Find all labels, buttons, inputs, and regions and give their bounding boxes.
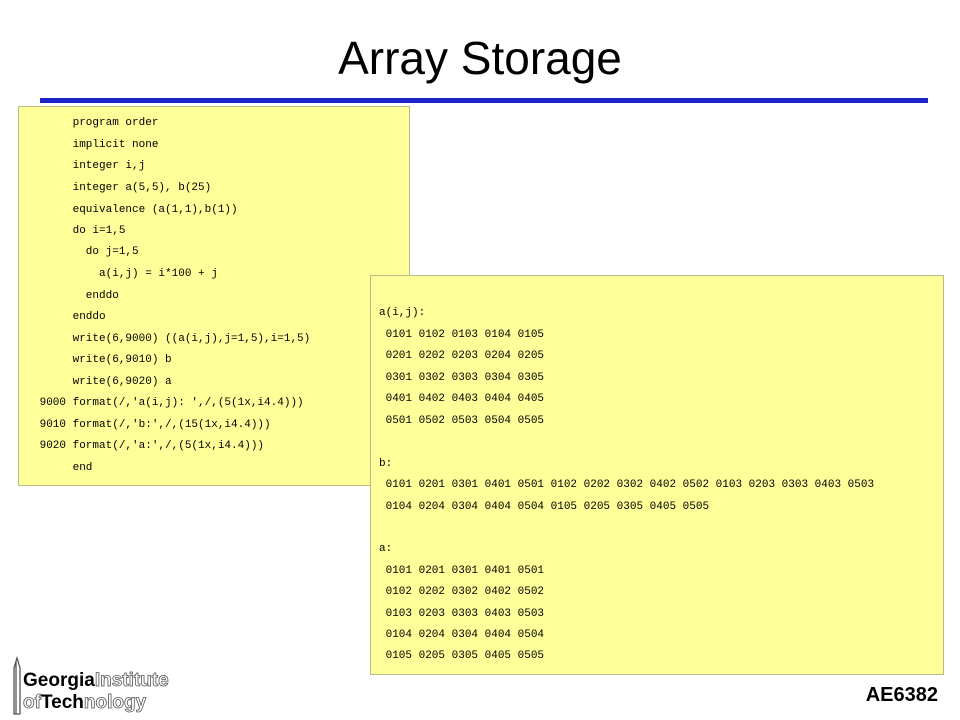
- code-line: enddo: [33, 311, 106, 323]
- georgia-tech-logo: GeorgiaInstitute ofTechnology: [13, 655, 169, 715]
- output-line: 0401 0402 0403 0404 0405: [379, 393, 545, 405]
- code-line: end: [33, 462, 93, 474]
- output-line: 0201 0202 0203 0204 0205: [379, 350, 545, 362]
- code-line: 9020 format(/,'a:',/,(5(1x,i4.4))): [33, 440, 265, 452]
- output-line: 0105 0205 0305 0405 0505: [379, 650, 545, 662]
- code-line: implicit none: [33, 139, 159, 151]
- output-line: b:: [379, 458, 393, 470]
- logo-institute: Institute: [95, 670, 169, 691]
- output-line: a(i,j):: [379, 307, 426, 319]
- code-line: write(6,9020) a: [33, 376, 172, 388]
- code-line: program order: [33, 117, 159, 129]
- logo-georgia: Georgia: [23, 670, 95, 691]
- output-line: 0301 0302 0303 0304 0305: [379, 372, 545, 384]
- code-line: write(6,9000) ((a(i,j),j=1,5),i=1,5): [33, 333, 311, 345]
- code-line: 9010 format(/,'b:',/,(15(1x,i4.4))): [33, 419, 271, 431]
- program-output-box: a(i,j): 0101 0102 0103 0104 0105 0201 02…: [370, 275, 944, 675]
- code-line: equivalence (a(1,1),b(1)): [33, 204, 238, 216]
- fortran-code-box: program order implicit none integer i,j …: [18, 106, 410, 486]
- output-line: a:: [379, 543, 393, 555]
- output-line: 0102 0202 0302 0402 0502: [379, 586, 545, 598]
- logo-nology: nology: [84, 692, 147, 713]
- code-line: write(6,9010) b: [33, 354, 172, 366]
- output-line: 0104 0204 0304 0404 0504 0105 0205 0305 …: [379, 501, 710, 513]
- output-line: 0101 0201 0301 0401 0501: [379, 565, 545, 577]
- code-line: a(i,j) = i*100 + j: [33, 268, 218, 280]
- output-line: 0501 0502 0503 0504 0505: [379, 415, 545, 427]
- code-line: integer a(5,5), b(25): [33, 182, 212, 194]
- tower-emblem-icon: [13, 655, 21, 715]
- output-line: 0104 0204 0304 0404 0504: [379, 629, 545, 641]
- logo-tech: Tech: [41, 692, 84, 713]
- slide-title: Array Storage: [338, 32, 622, 84]
- svg-text:ofTechnology: ofTechnology: [23, 692, 147, 713]
- code-line: do i=1,5: [33, 225, 126, 237]
- course-code: AE6382: [865, 684, 938, 706]
- output-line: 0103 0203 0303 0403 0503: [379, 608, 545, 620]
- output-line: 0101 0102 0103 0104 0105: [379, 329, 545, 341]
- code-line: 9000 format(/,'a(i,j): ',/,(5(1x,i4.4))): [33, 397, 304, 409]
- code-line: integer i,j: [33, 160, 146, 172]
- logo-of: of: [23, 692, 42, 713]
- code-line: do j=1,5: [33, 246, 139, 258]
- title-underline: [40, 98, 928, 103]
- svg-text:GeorgiaInstitute: GeorgiaInstitute: [23, 670, 169, 691]
- output-line: 0101 0201 0301 0401 0501 0102 0202 0302 …: [379, 479, 875, 491]
- code-line: enddo: [33, 290, 119, 302]
